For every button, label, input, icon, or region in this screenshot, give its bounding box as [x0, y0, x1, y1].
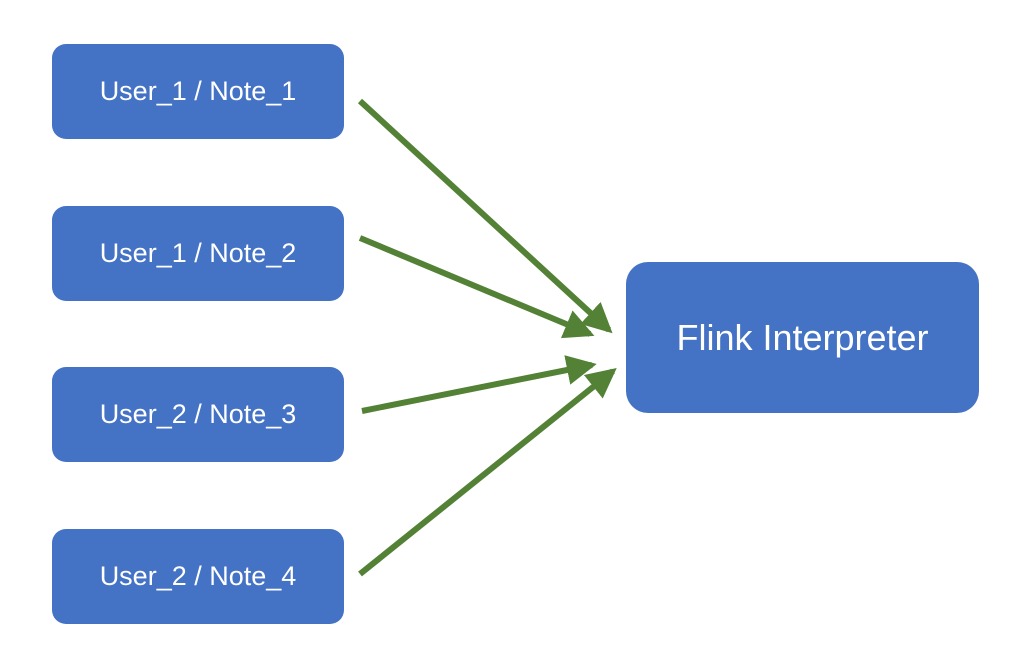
source-node-label: User_2 / Note_3	[99, 399, 297, 429]
source-node-user1-note1: User_1 / Note_1	[52, 44, 344, 139]
arrow-edge-note1	[357, 98, 613, 334]
source-node-label: User_2 / Note_4	[99, 561, 297, 591]
source-node-user2-note4: User_2 / Note_4	[52, 529, 344, 624]
arrow-edge-note4	[358, 367, 617, 577]
arrow-edge-note2	[358, 235, 595, 339]
target-node-label: Flink Interpreter	[676, 316, 929, 358]
source-node-user1-note2: User_1 / Note_2	[52, 206, 344, 301]
source-node-user2-note3: User_2 / Note_3	[52, 367, 344, 462]
target-node-flink-interpreter: Flink Interpreter	[626, 262, 979, 413]
arrow-edge-note3	[361, 355, 597, 414]
source-node-label: User_1 / Note_1	[99, 76, 297, 106]
source-node-label: User_1 / Note_2	[99, 238, 297, 268]
